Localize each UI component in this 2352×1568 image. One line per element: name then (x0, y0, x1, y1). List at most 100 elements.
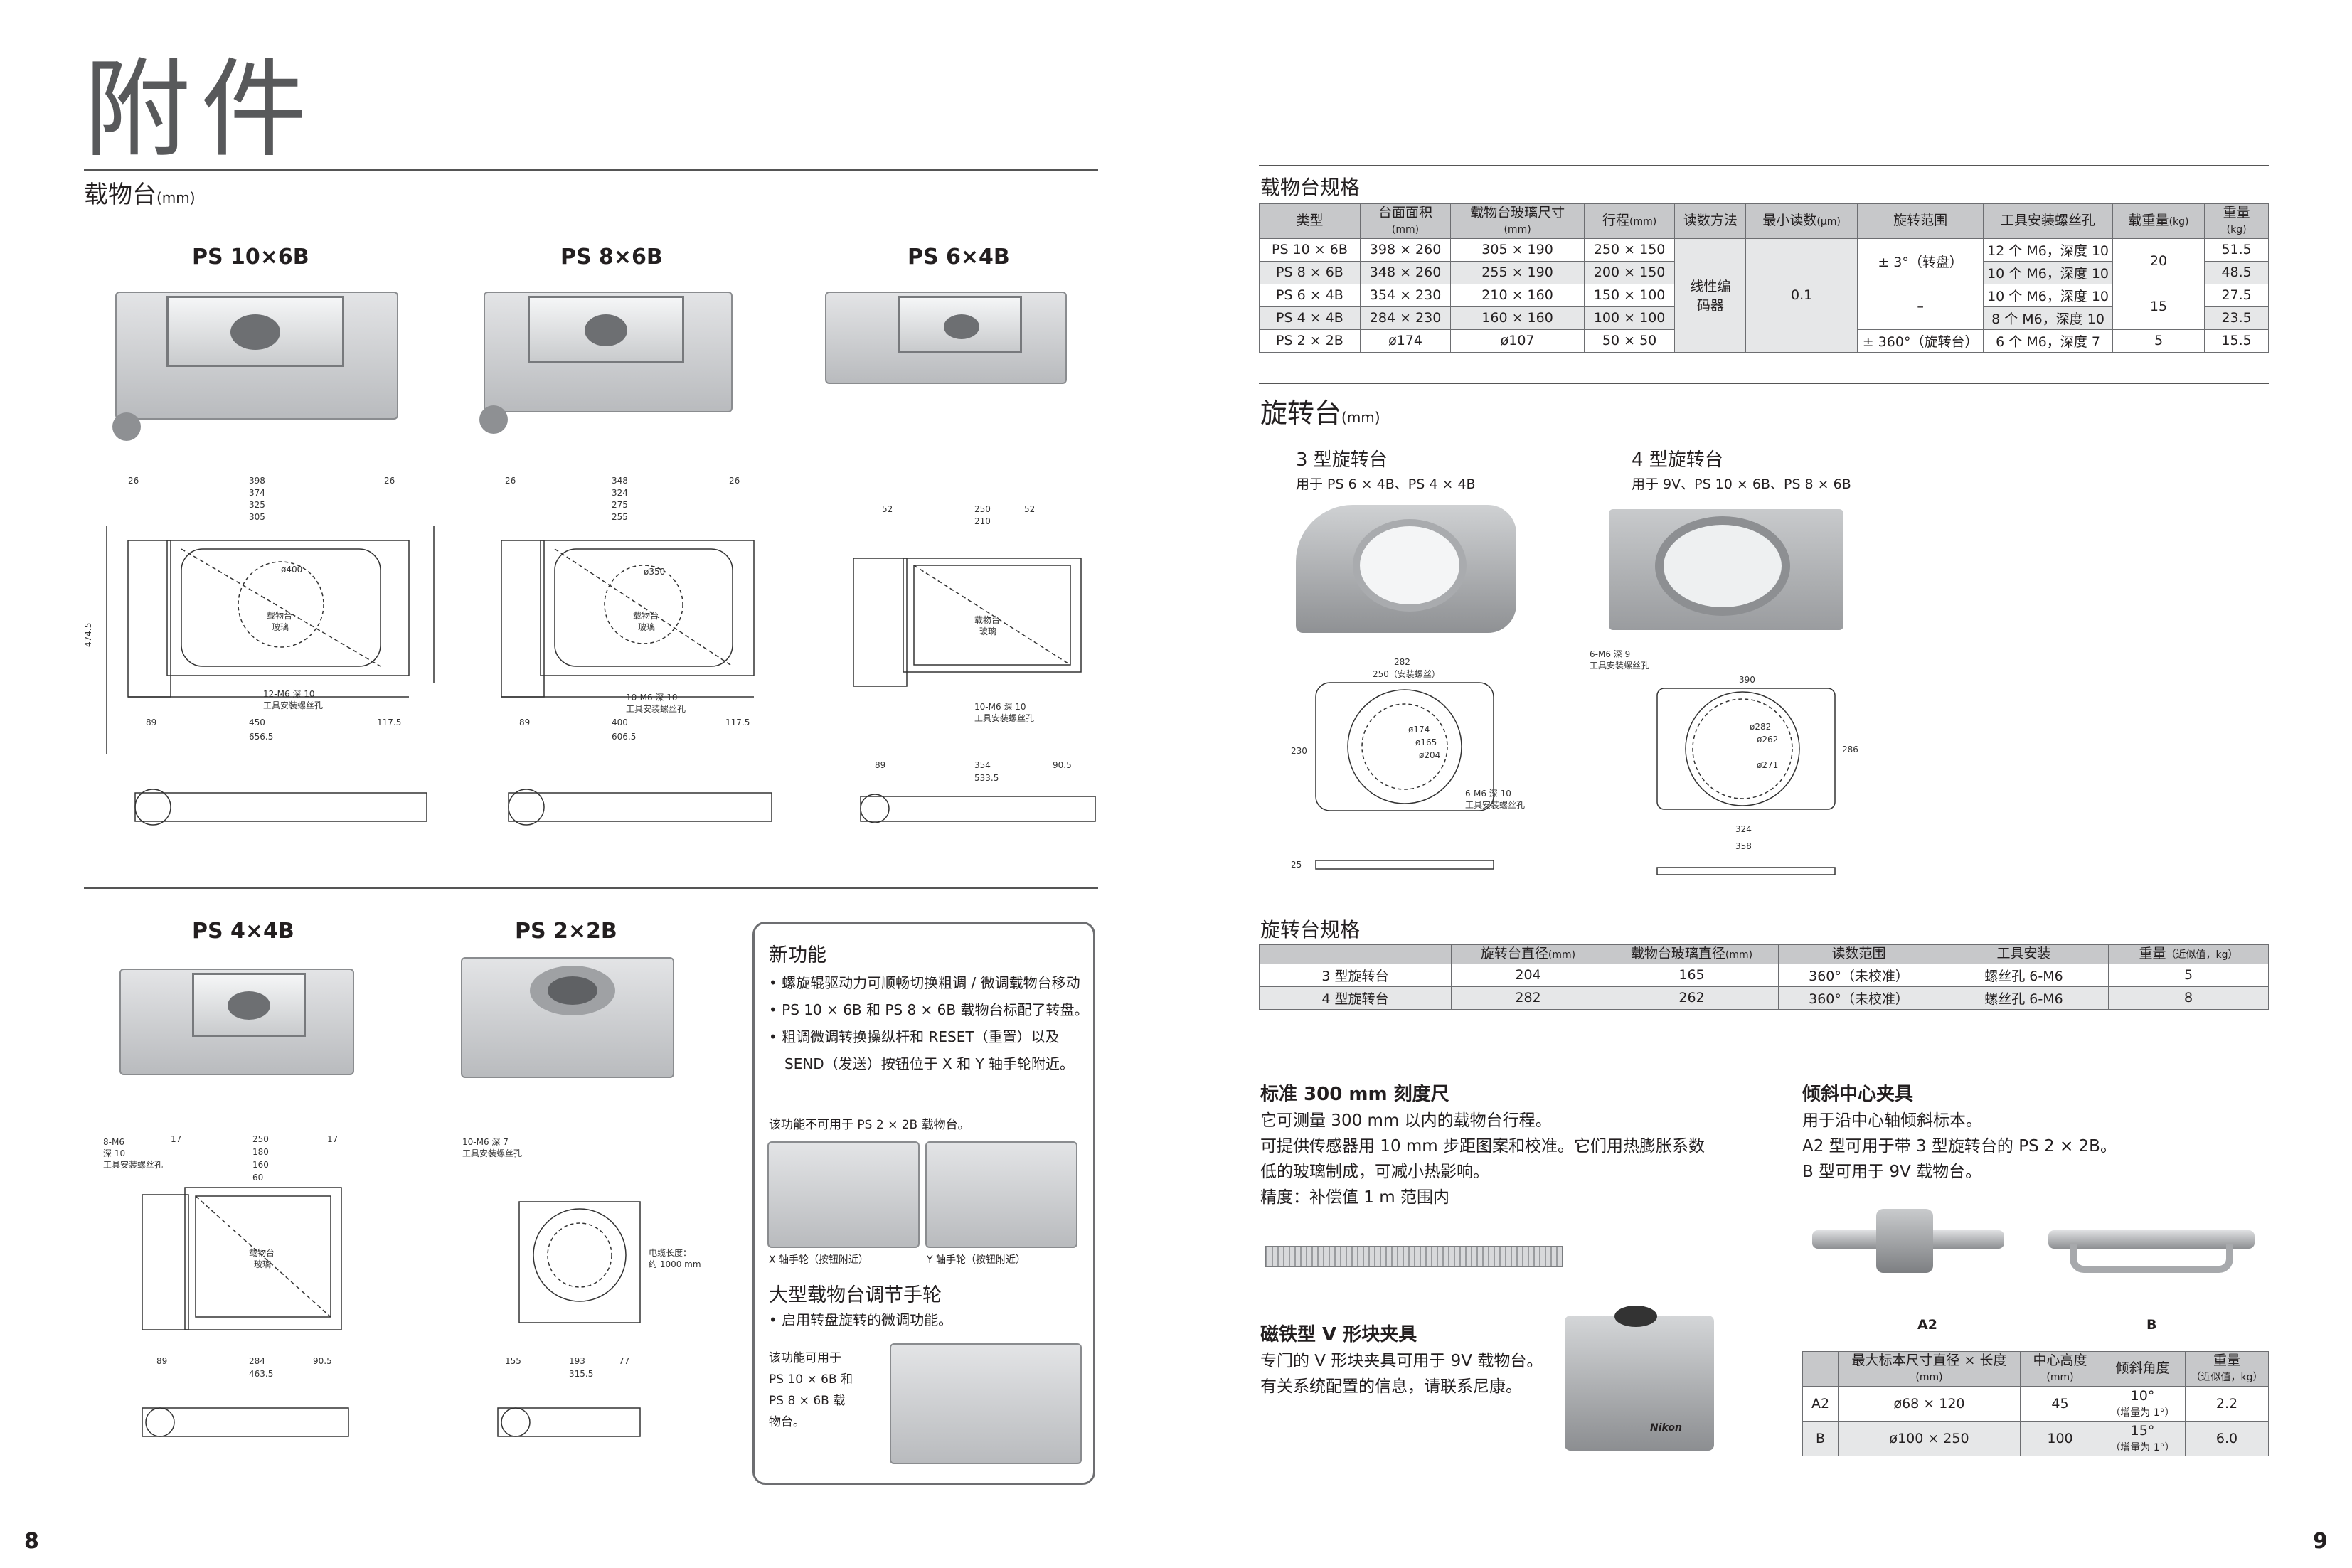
new-features-box: 新功能 • 螺旋辊驱动力可顺畅切换粗调 / 微调载物台移动 • PS 10 × … (752, 922, 1095, 1485)
rotary3-photo (1296, 505, 1516, 633)
rotary4-photo (1609, 509, 1843, 630)
scale-photo (1265, 1246, 1563, 1267)
rotary3-subtitle: 用于 PS 6 × 4B、PS 4 × 4B (1296, 476, 1476, 492)
svg-text:89: 89 (875, 760, 885, 770)
svg-text:282: 282 (1394, 657, 1410, 667)
svg-text:工具安装螺丝孔: 工具安装螺丝孔 (103, 1159, 163, 1170)
caption: X 轴手轮（按钮附近） (769, 1254, 869, 1266)
stage-photo-ps4x4b (119, 969, 354, 1075)
drawing-ps2x2b: 10-M6 深 7 工具安装螺丝孔 电缆长度： 约 1000 mm 155 19… (455, 1131, 711, 1458)
svg-text:ø262: ø262 (1757, 735, 1778, 745)
svg-text:89: 89 (146, 718, 156, 727)
svg-text:玻璃: 玻璃 (979, 626, 996, 636)
vblock-photo: Nikon (1565, 1306, 1714, 1451)
svg-text:155: 155 (505, 1356, 521, 1366)
y-handwheel-photo (925, 1141, 1077, 1248)
svg-text:载物台: 载物台 (974, 614, 1000, 625)
svg-text:606.5: 606.5 (612, 732, 636, 742)
svg-text:工具安装螺丝孔: 工具安装螺丝孔 (626, 703, 686, 714)
tilt-b-photo (2048, 1202, 2255, 1287)
svg-text:工具安装螺丝孔: 工具安装螺丝孔 (1465, 799, 1525, 810)
svg-text:6-M6 深 9: 6-M6 深 9 (1590, 649, 1630, 659)
svg-text:ø165: ø165 (1415, 737, 1437, 747)
rotary-spec-table: 旋转台直径(mm) 载物台玻璃直径(mm) 读数范围 工具安装 重量（近似值，k… (1259, 944, 2269, 1010)
stage-photo-ps6x4b (825, 292, 1067, 384)
knob-title: 大型载物台调节手轮 (769, 1284, 942, 1306)
stage-spec-title: 载物台规格 (1260, 176, 1361, 199)
svg-text:180: 180 (252, 1147, 269, 1157)
svg-text:450: 450 (249, 718, 265, 727)
svg-text:ø271: ø271 (1757, 760, 1778, 770)
svg-text:ø350: ø350 (644, 567, 665, 577)
svg-text:工具安装螺丝孔: 工具安装螺丝孔 (462, 1148, 522, 1158)
rotary3-title: 3 型旋转台 (1296, 449, 1388, 471)
svg-text:324: 324 (1735, 824, 1752, 834)
stage-section-title: 载物台(mm) (84, 181, 196, 209)
rotary4-title: 4 型旋转台 (1632, 449, 1723, 471)
stage-spec-table: 类型 台面面积(mm) 载物台玻璃尺寸(mm) 行程(mm) 读数方法 最小读数… (1259, 203, 2269, 353)
drawing-rotary4: 6-M6 深 9 工具安装螺丝孔 390 ø282 ø262 ø271 286 … (1586, 646, 1871, 887)
label-a2: A2 (1917, 1317, 1937, 1333)
svg-text:26: 26 (729, 476, 740, 486)
svg-text:400: 400 (612, 718, 628, 727)
svg-text:玻璃: 玻璃 (638, 622, 655, 632)
divider (1259, 383, 2269, 384)
tilt-spec-table: 最大标本尺寸直径 × 长度(mm) 中心高度(mm) 倾斜角度 重量（近似值，k… (1802, 1351, 2269, 1456)
svg-text:工具安装螺丝孔: 工具安装螺丝孔 (263, 700, 323, 710)
drawing-ps10x6b: 398 26 26 374 325 305 ø400 载物台 玻璃 12-M6 … (78, 469, 441, 868)
rotary4-subtitle: 用于 9V、PS 10 × 6B、PS 8 × 6B (1632, 476, 1851, 492)
svg-text:305: 305 (249, 512, 265, 522)
svg-text:89: 89 (156, 1356, 167, 1366)
page-title: 附件 (84, 48, 318, 172)
model-label-ps10x6b: PS 10×6B (192, 245, 309, 270)
svg-text:ø282: ø282 (1750, 722, 1771, 732)
svg-text:90.5: 90.5 (313, 1356, 332, 1366)
handwheel-icon (112, 412, 141, 441)
svg-text:深 10: 深 10 (103, 1148, 125, 1158)
rotary-section-title: 旋转台(mm) (1260, 398, 1380, 429)
svg-text:载物台: 载物台 (633, 610, 659, 621)
stage-photo-ps2x2b (461, 957, 674, 1078)
dim-label: 398 (249, 476, 265, 486)
svg-text:117.5: 117.5 (377, 718, 401, 727)
svg-text:26: 26 (505, 476, 516, 486)
svg-text:250: 250 (252, 1134, 269, 1144)
svg-text:374: 374 (249, 488, 265, 498)
drawing-ps8x6b: 26 348 26 324 275 255 ø350 载物台 玻璃 10-M6 … (455, 469, 782, 868)
drawing-ps4x4b: 8-M6 深 10 工具安装螺丝孔 17 250 17 180 160 60 载… (100, 1131, 370, 1458)
knob-photo (890, 1343, 1082, 1464)
handwheel-icon (479, 405, 508, 434)
stage-photo-ps10x6b (115, 292, 398, 420)
page-number-right: 9 (2313, 1529, 2328, 1554)
tilt-description: 用于沿中心轴倾斜标本。 A2 型可用于带 3 型旋转台的 PS 2 × 2B。 … (1802, 1111, 2117, 1181)
svg-text:8-M6: 8-M6 (103, 1137, 124, 1147)
svg-text:载物台: 载物台 (249, 1247, 275, 1258)
svg-text:ø174: ø174 (1408, 725, 1430, 735)
svg-text:90.5: 90.5 (1053, 760, 1072, 770)
svg-text:载物台: 载物台 (267, 610, 292, 621)
drawing-rotary3: 282 250（安装螺丝） ø174 ø165 ø204 230 6-M6 深 … (1287, 654, 1558, 889)
svg-text:10-M6 深 10: 10-M6 深 10 (626, 693, 678, 703)
svg-text:约 1000 mm: 约 1000 mm (649, 1259, 701, 1269)
svg-text:390: 390 (1739, 675, 1755, 685)
svg-text:275: 275 (612, 500, 628, 510)
divider (84, 887, 1098, 889)
svg-text:250: 250 (974, 504, 991, 514)
svg-text:玻璃: 玻璃 (254, 1259, 271, 1269)
svg-text:17: 17 (327, 1134, 338, 1144)
svg-text:25: 25 (1291, 860, 1302, 870)
svg-text:60: 60 (252, 1173, 263, 1183)
x-handwheel-photo (767, 1141, 920, 1248)
list-item: • 螺旋辊驱动力可顺畅切换粗调 / 微调载物台移动 (769, 974, 1080, 991)
scale-description: 它可测量 300 mm 以内的载物台行程。 可提供传感器用 10 mm 步距图案… (1260, 1111, 1706, 1207)
svg-text:358: 358 (1735, 841, 1752, 851)
divider (1259, 165, 2269, 166)
svg-text:210: 210 (974, 516, 991, 526)
svg-text:160: 160 (252, 1160, 269, 1170)
model-label-ps2x2b: PS 2×2B (515, 919, 617, 944)
svg-text:348: 348 (612, 476, 628, 486)
svg-text:12-M6 深 10: 12-M6 深 10 (263, 689, 315, 699)
svg-text:52: 52 (1024, 504, 1035, 514)
model-label-ps4x4b: PS 4×4B (192, 919, 294, 944)
new-features-list: • 螺旋辊驱动力可顺畅切换粗调 / 微调载物台移动 • PS 10 × 6B 和… (769, 969, 1089, 1077)
